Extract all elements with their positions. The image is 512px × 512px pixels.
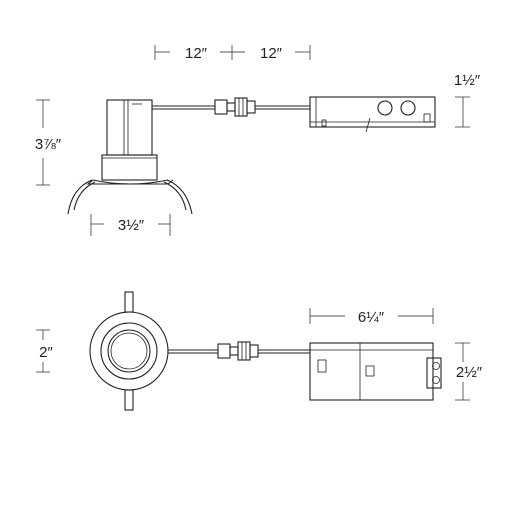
diameter-dimension: 2″	[36, 329, 54, 373]
side-cable	[152, 97, 310, 117]
lead-length-dimension: 12″ 12″	[154, 45, 311, 62]
top-cable	[168, 341, 310, 361]
width-dimension: 3½″	[90, 214, 171, 236]
box-height-label: 1½″	[454, 72, 481, 89]
box-length-dimension: 6¼″	[309, 308, 434, 326]
box-height-dimension: 1½″	[454, 72, 481, 128]
lead-length-right-label: 12″	[260, 45, 283, 62]
top-view: 2″ 6¼″	[36, 291, 483, 411]
lead-length-left-label: 12″	[185, 45, 208, 62]
box-width-dimension: 2½″	[455, 342, 483, 401]
housing-can	[106, 99, 153, 156]
side-view: 12″ 12″ 3⅞″	[35, 45, 481, 236]
junction-box-side	[309, 96, 436, 133]
junction-box-top	[309, 342, 442, 401]
box-length-label: 6¼″	[358, 309, 385, 326]
height-label: 3⅞″	[35, 136, 62, 153]
box-width-label: 2½″	[456, 364, 483, 381]
round-fixture	[89, 291, 169, 411]
height-dimension: 3⅞″	[35, 99, 62, 186]
trim-body	[67, 154, 193, 215]
width-label: 3½″	[118, 217, 145, 234]
diameter-label: 2″	[39, 344, 53, 361]
